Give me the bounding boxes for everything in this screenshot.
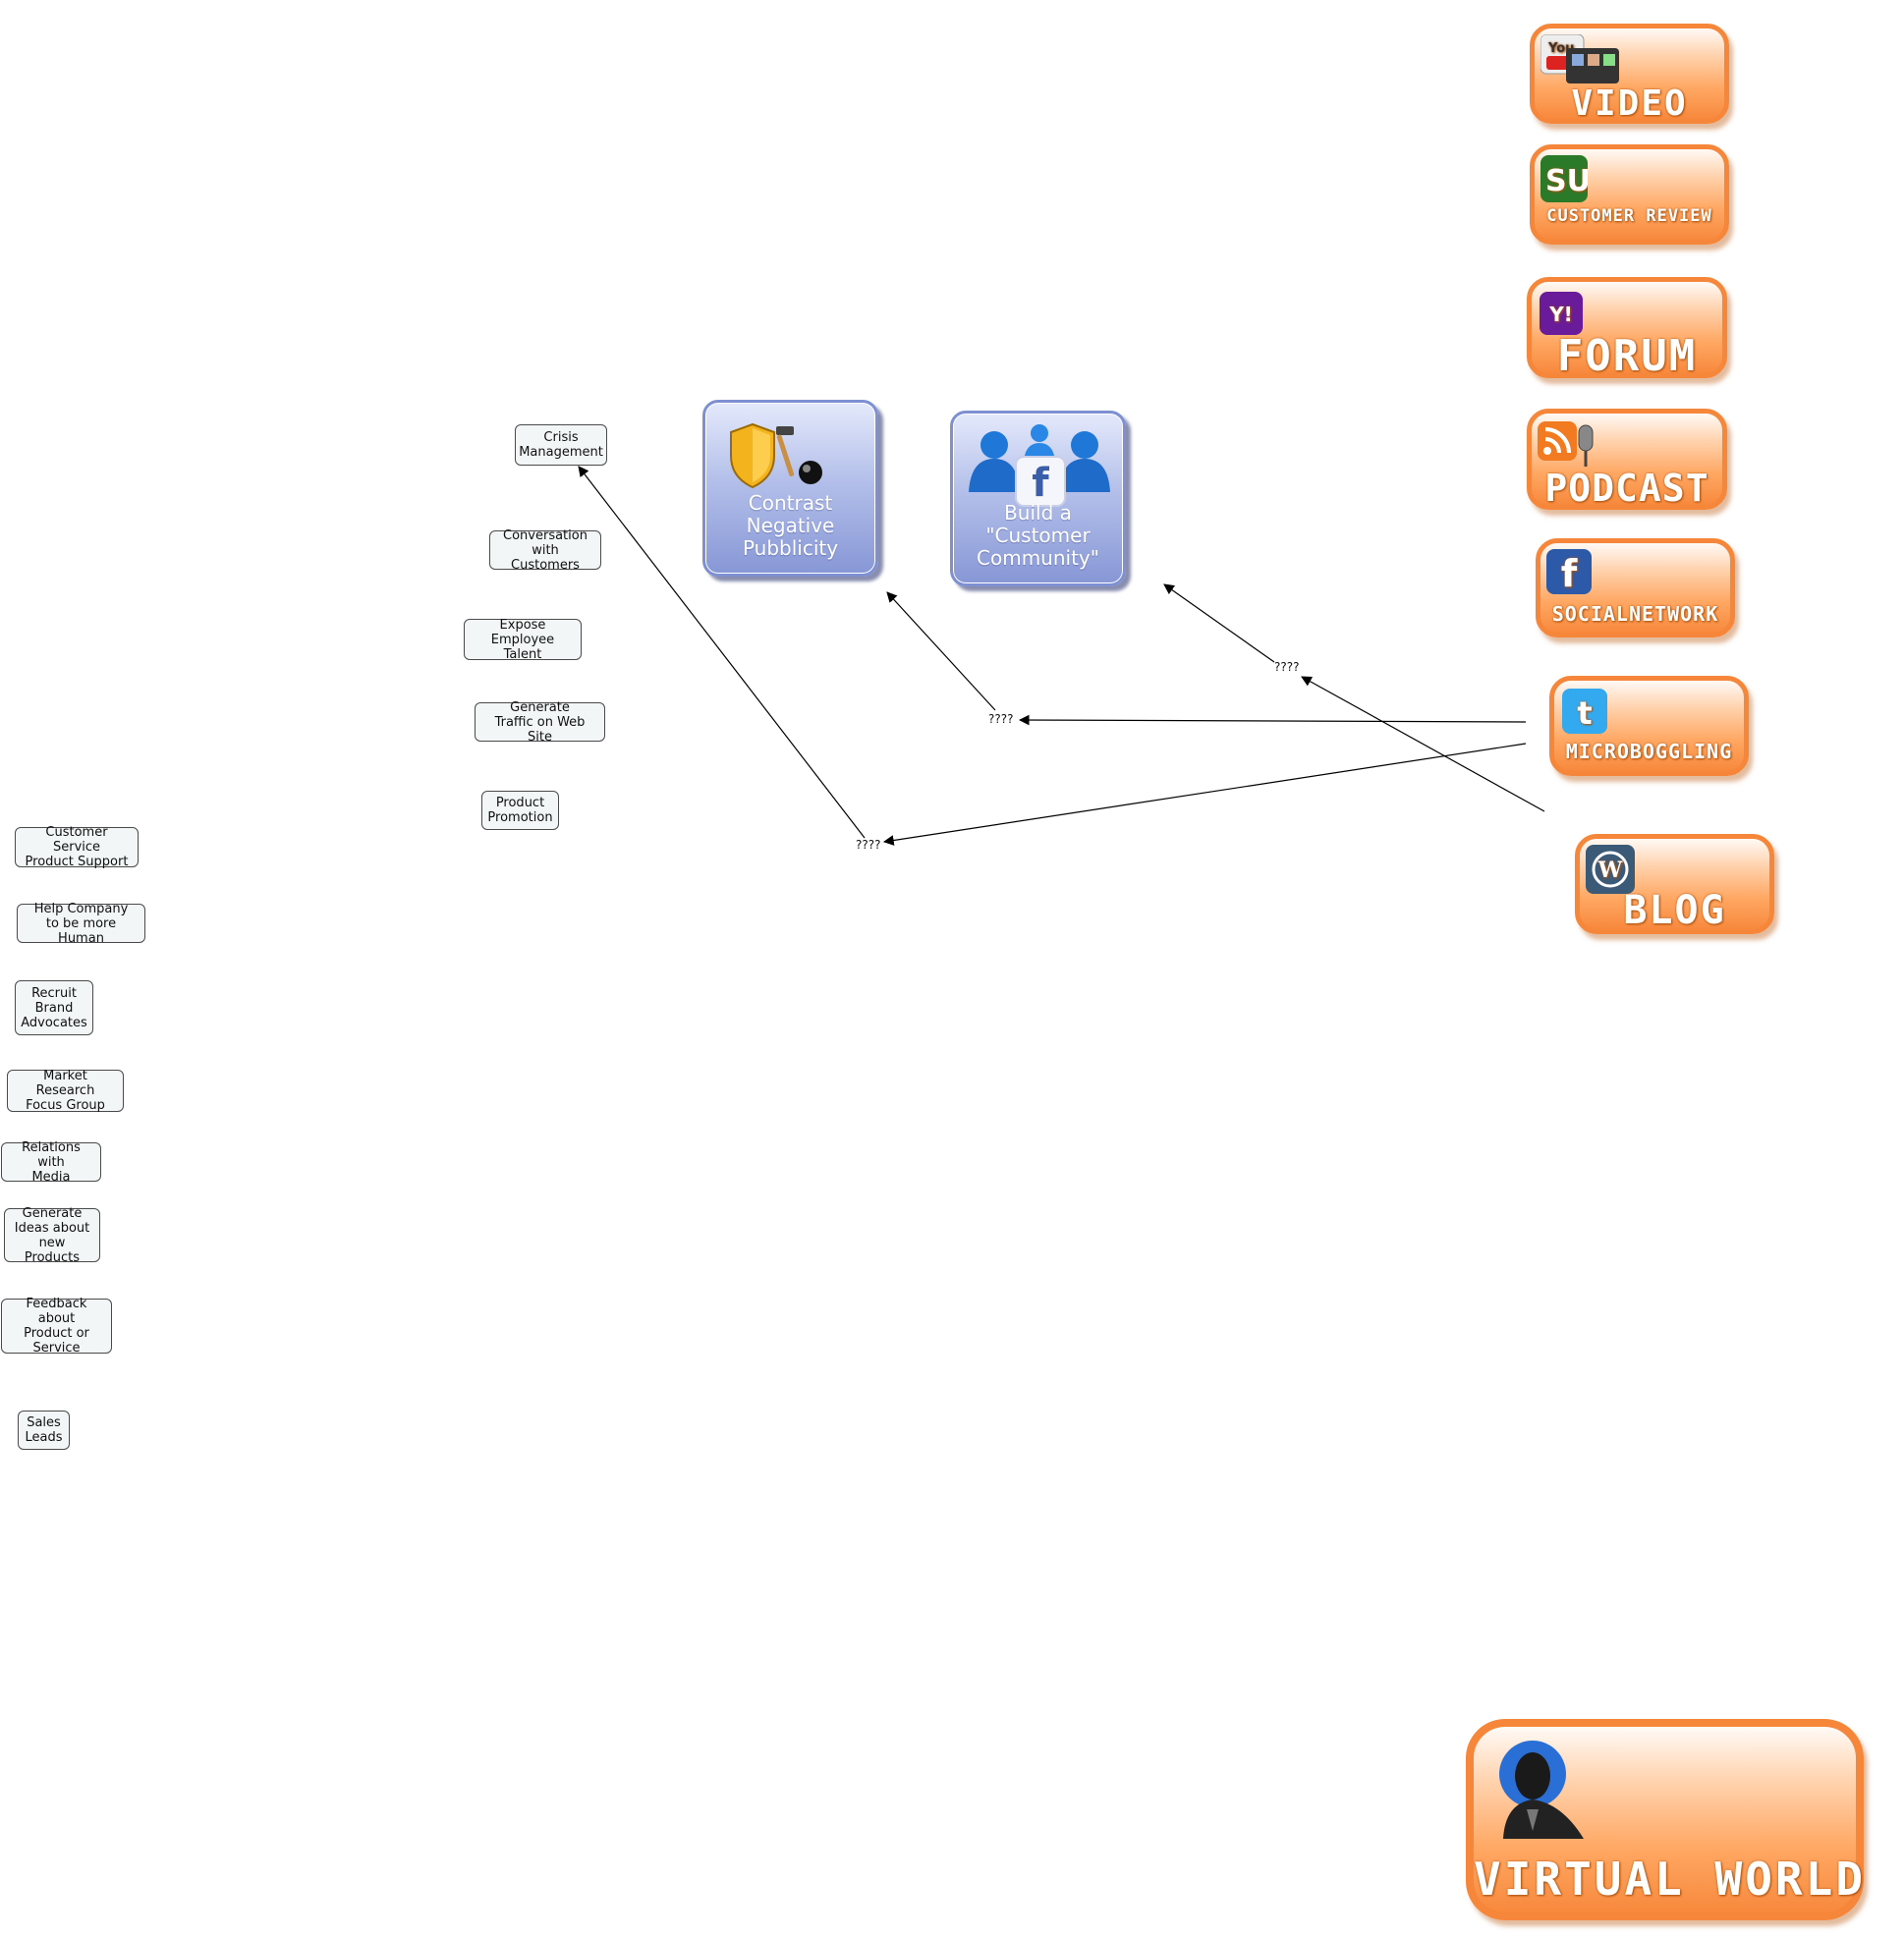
goal-customer-service[interactable]: Customer Service Product Support: [15, 825, 139, 869]
twitter-icon: t: [1562, 689, 1607, 734]
strategy-contrast-negative-publicity[interactable]: Contrast Negative Pubblicity: [702, 400, 878, 577]
channel-label: CUSTOMER REVIEW: [1546, 206, 1712, 226]
channel-label: SOCIALNETWORK: [1551, 602, 1719, 626]
goal-product-promotion[interactable]: Product Promotion: [481, 791, 559, 830]
channel-socialnetwork[interactable]: f SOCIALNETWORK: [1536, 538, 1735, 637]
svg-text:f: f: [1561, 552, 1578, 594]
goal-help-company-human[interactable]: Help Company to be more Human: [17, 902, 145, 946]
channel-virtual-world[interactable]: VIRTUAL WORLD: [1466, 1719, 1864, 1920]
svg-text:t: t: [1577, 694, 1592, 732]
edge-blog-to-q2: [1301, 676, 1545, 812]
avatar-icon: [1499, 1741, 1584, 1839]
channel-microboggling[interactable]: t MICROBOGGLING: [1549, 676, 1749, 776]
yahoo-icon: Y!: [1540, 292, 1583, 335]
channel-label: MICROBOGGLING: [1565, 740, 1733, 763]
channel-blog[interactable]: W BLOG: [1575, 834, 1774, 934]
connector-label: ????: [1274, 660, 1300, 674]
rss-microphone-icon: [1538, 421, 1594, 467]
people-facebook-icon: f: [969, 424, 1110, 507]
facebook-icon: f: [1546, 549, 1592, 594]
channel-label: VIDEO: [1571, 83, 1688, 124]
channel-label: VIRTUAL WORLD: [1474, 1853, 1867, 1906]
strategy-label: Contrast Negative Pubblicity: [742, 491, 839, 560]
stumbleupon-icon: SU: [1540, 155, 1588, 202]
svg-text:f: f: [1032, 461, 1049, 506]
shield-hammer-icon: [730, 422, 822, 489]
edge-q1-to-contrast: [886, 591, 996, 711]
strategy-build-customer-community[interactable]: f Build a "Customer Community": [950, 411, 1126, 586]
channel-label: BLOG: [1623, 888, 1726, 933]
goal-expose-employee-talent[interactable]: Expose Employee Talent: [464, 618, 582, 662]
strategy-label: Build a "Customer Community": [977, 501, 1099, 570]
goal-crisis-management[interactable]: Crisis Management: [515, 424, 607, 466]
goal-generate-ideas[interactable]: Generate Ideas about new Products: [4, 1206, 100, 1265]
goal-feedback[interactable]: Feedback about Product or Service: [1, 1297, 112, 1356]
svg-text:Y!: Y!: [1548, 303, 1573, 326]
svg-text:W: W: [1597, 858, 1623, 883]
goal-conversation-with-customers[interactable]: Conversation with Customers: [489, 528, 601, 573]
svg-text:SU: SU: [1545, 164, 1588, 198]
channel-forum[interactable]: Y! FORUM: [1527, 277, 1727, 381]
channel-podcast[interactable]: PODCAST: [1527, 409, 1727, 510]
connector-label: ????: [988, 712, 1014, 726]
goal-sales-leads[interactable]: Sales Leads: [18, 1411, 70, 1450]
edge-q3-to-crisis: [578, 466, 866, 839]
goal-market-research[interactable]: Market Research Focus Group: [7, 1069, 124, 1113]
edge-micro-to-q1: [1018, 714, 1527, 726]
goal-generate-traffic[interactable]: Generate Traffic on Web Site: [475, 700, 605, 745]
wordpress-icon: W: [1586, 845, 1635, 894]
channel-label: PODCAST: [1544, 467, 1709, 510]
edge-micro-to-q3: [882, 743, 1527, 846]
edge-q2-to-community: [1163, 583, 1275, 663]
goal-recruit-brand-advocates[interactable]: Recruit Brand Advocates: [15, 980, 93, 1035]
youtube-film-icon: You: [1540, 34, 1619, 83]
channel-customer-review[interactable]: SU CUSTOMER REVIEW: [1530, 144, 1729, 245]
connector-label: ????: [856, 838, 881, 852]
channel-label: FORUM: [1556, 331, 1698, 381]
channel-video[interactable]: You VIDEO: [1530, 24, 1729, 124]
goal-relations-with-media[interactable]: Relations with Media: [1, 1140, 101, 1185]
